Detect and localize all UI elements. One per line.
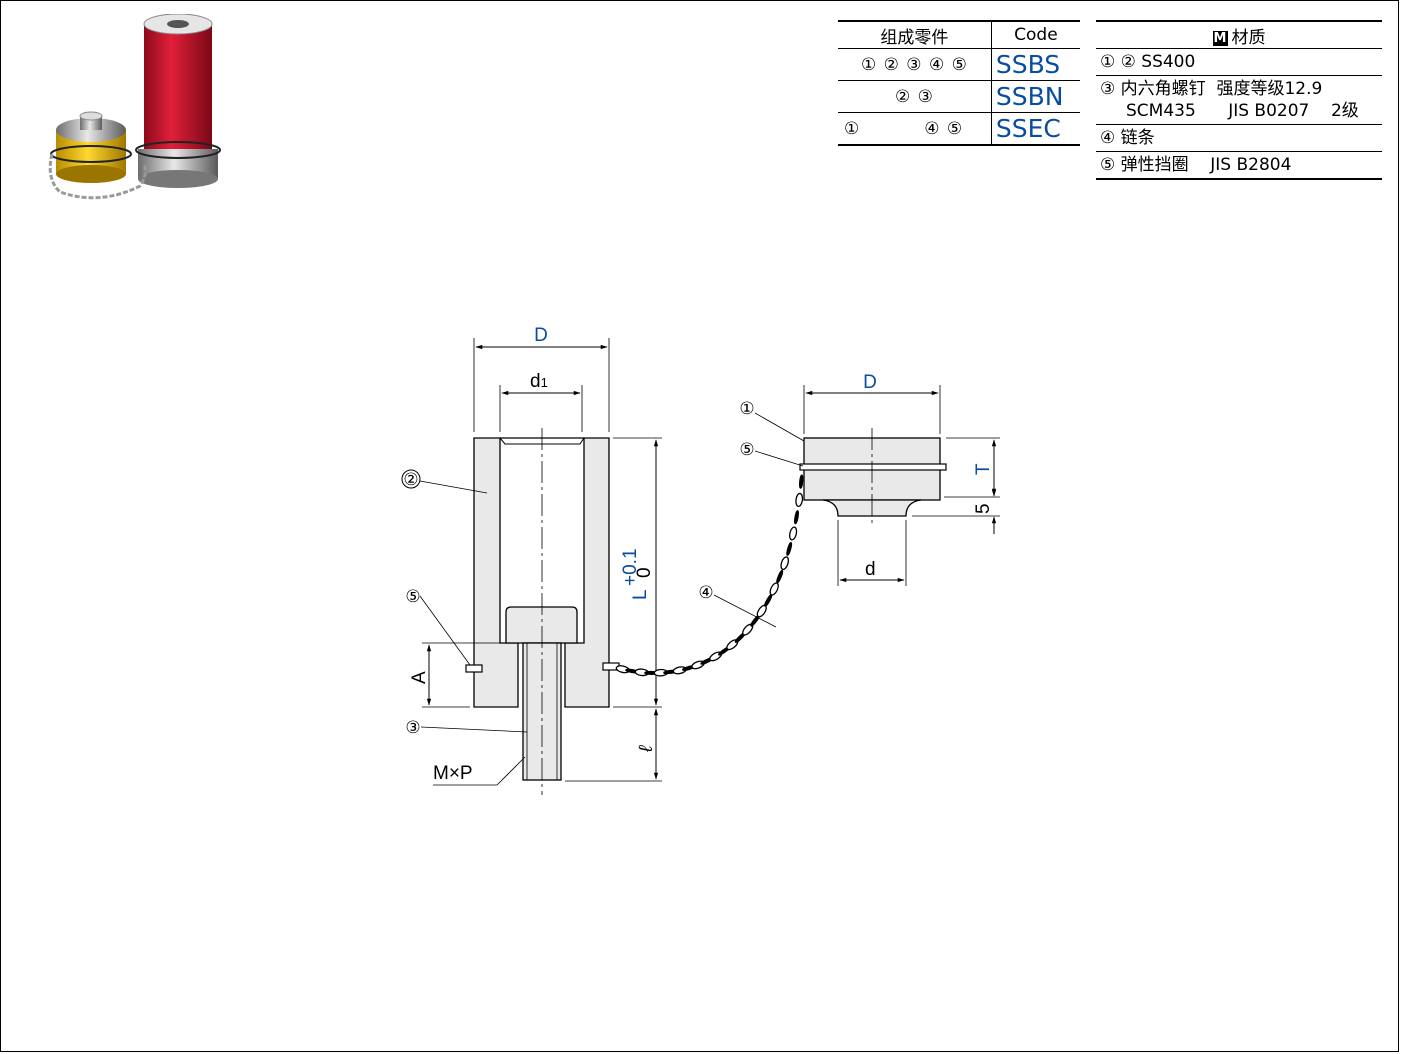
- parts-cell: ① ② ③ ④ ⑤: [838, 48, 992, 81]
- extension-lines-right: [803, 385, 1000, 586]
- callout-2: [401, 469, 488, 494]
- label-d1: d1: [530, 371, 548, 392]
- material-badge-icon: M: [1212, 30, 1228, 46]
- label-D-right: D: [863, 372, 877, 393]
- material-line-2: SCM435 JIS B0207 2级: [1126, 101, 1359, 121]
- parts-code-table: 组成零件 Code ① ② ③ ④ ⑤ SSBS ② ③ SSBN ① ④ ⑤ …: [838, 20, 1080, 146]
- material-cell: ③ 内六角螺钉 强度等级12.9 SCM435 JIS B0207 2级: [1096, 75, 1382, 125]
- callout-5-right-label: ⑤: [739, 440, 754, 460]
- leader-5-right: [754, 450, 804, 467]
- table-row: ① ② ③ ④ ⑤ SSBS: [838, 48, 1080, 81]
- bore-chamfer: [499, 437, 585, 445]
- label-five: 5: [973, 503, 994, 514]
- table-row: ① ② SS400: [1096, 48, 1382, 76]
- label-A: A: [409, 671, 430, 684]
- chain-link: [764, 594, 773, 607]
- code-cell: SSEC: [991, 112, 1080, 146]
- parts-cell: ① ④ ⑤: [838, 112, 992, 146]
- chain-link: [799, 474, 804, 489]
- chain-link: [776, 569, 784, 584]
- material-cell: ④ 链条: [1096, 124, 1382, 152]
- chain-link: [769, 582, 779, 596]
- parts-header: 组成零件: [838, 20, 992, 49]
- table-row: ① ④ ⑤ SSEC: [838, 112, 1080, 146]
- label-MxP: M×P: [433, 763, 473, 784]
- leader-3: [420, 726, 528, 733]
- callout-4-label: ④: [698, 583, 713, 603]
- chain-link: [780, 556, 790, 571]
- leader-1: [754, 412, 805, 442]
- code-cell: SSBS: [991, 48, 1080, 81]
- red-bushing-photo: [135, 14, 221, 188]
- label-D-left: D: [534, 325, 548, 346]
- extension-lines-left: [422, 338, 662, 782]
- material-line: ① ② SS400: [1100, 52, 1196, 72]
- callout-2-label: ②: [403, 470, 418, 490]
- label-L-tol-lower: 0: [634, 567, 655, 578]
- material-cell: ① ② SS400: [1096, 48, 1382, 76]
- chain-link: [786, 541, 793, 556]
- material-line: ⑤ 弹性挡圈 JIS B2804: [1100, 155, 1292, 175]
- table-row: ② ③ SSBN: [838, 80, 1080, 113]
- bushing-body: [473, 437, 610, 708]
- label-ell: ℓ: [636, 745, 657, 753]
- label-L-group: L +0.1 0: [620, 548, 655, 600]
- material-header: 材质: [1231, 27, 1266, 48]
- label-L: L: [630, 589, 651, 600]
- table-row: ⑤ 弹性挡圈 JIS B2804: [1096, 151, 1382, 180]
- label-T: T: [973, 463, 994, 475]
- product-photo: [48, 14, 221, 200]
- table-row: ③ 内六角螺钉 强度等级12.9 SCM435 JIS B0207 2级: [1096, 75, 1382, 125]
- chain-link: [794, 510, 799, 525]
- leader-4: [713, 594, 777, 628]
- material-cell: ⑤ 弹性挡圈 JIS B2804: [1096, 151, 1382, 180]
- callout-1-label: ①: [739, 399, 754, 419]
- chain-link: [789, 526, 798, 541]
- leader-MxP: [496, 756, 526, 786]
- label-d: d: [865, 559, 876, 580]
- snap-ring-left: [465, 664, 483, 673]
- chain: [615, 474, 804, 677]
- parts-table-header: 组成零件 Code: [838, 20, 1080, 49]
- snap-ring-cap: [799, 463, 947, 471]
- code-cell: SSBN: [991, 80, 1080, 113]
- yellow-cap-photo: [50, 111, 132, 183]
- label-L-tol-upper: +0.1: [620, 548, 641, 586]
- parts-cell: ② ③: [838, 80, 992, 113]
- chain-photo: [48, 153, 147, 200]
- callout-3-label: ③: [405, 718, 420, 738]
- leader-5-left: [419, 595, 471, 666]
- chain-link: [795, 492, 804, 508]
- material-line: ④ 链条: [1100, 128, 1155, 148]
- code-header: Code: [991, 20, 1080, 49]
- table-row: ④ 链条: [1096, 124, 1382, 152]
- material-line: ③ 内六角螺钉 强度等级12.9: [1100, 79, 1323, 99]
- callout-5-left-label: ⑤: [405, 587, 420, 607]
